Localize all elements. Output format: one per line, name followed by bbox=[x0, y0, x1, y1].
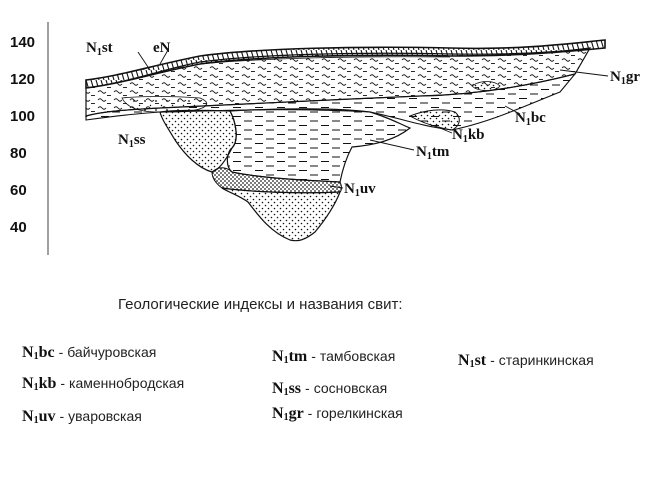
legend-index: N1tm bbox=[272, 348, 308, 366]
label-n1uv: N1uv bbox=[344, 181, 376, 199]
label-n1ss: N1ss bbox=[118, 132, 146, 150]
legend-index: N1st bbox=[458, 352, 487, 370]
legend-item-ss: N1ss-сосновская bbox=[272, 380, 388, 398]
legend-item-gr: N1gr-горелкинская bbox=[272, 405, 403, 423]
legend-name: уваровская bbox=[68, 408, 142, 424]
legend-name: тамбовская bbox=[319, 348, 396, 364]
legend-caption: Геологические индексы и названия свит: bbox=[118, 296, 403, 313]
legend-name: каменнобродская bbox=[69, 375, 185, 391]
legend-index: N1gr bbox=[272, 405, 304, 423]
y-tick-label: 140 bbox=[10, 34, 35, 51]
legend-name: старинкинская bbox=[498, 352, 594, 368]
legend-item-st: N1st-старинкинская bbox=[458, 352, 594, 370]
label-n1kb: N1kb bbox=[452, 127, 485, 145]
erosion-line bbox=[199, 56, 451, 65]
layer-ss bbox=[159, 109, 237, 173]
label-n1st: N1st bbox=[86, 40, 113, 58]
layer-bc-sand bbox=[121, 96, 207, 113]
leader-lines bbox=[137, 49, 609, 189]
y-tick-label: 120 bbox=[10, 71, 35, 88]
legend-item-bc: N1bc-байчуровская bbox=[22, 344, 157, 362]
layer-gr-lens bbox=[471, 81, 501, 91]
layer-tm bbox=[226, 108, 412, 183]
y-tick-label: 40 bbox=[10, 219, 27, 236]
legend-index: N1uv bbox=[22, 408, 56, 426]
geological-cross-section: 140 120 100 80 60 40 N1st eN N1gr N1 bbox=[10, 22, 640, 255]
label-n1tm: N1tm bbox=[416, 144, 450, 162]
legend-item-kb: N1kb-каменнобродская bbox=[22, 375, 185, 393]
layer-kb bbox=[408, 109, 460, 131]
legend-item-tm: N1tm-тамбовская bbox=[272, 348, 396, 366]
legend-item-uv: N1uv-уваровская bbox=[22, 408, 142, 426]
legend-index: N1kb bbox=[22, 375, 57, 393]
label-n1bc: N1bc bbox=[515, 110, 546, 128]
label-n1gr: N1gr bbox=[610, 69, 640, 87]
legend-index: N1ss bbox=[272, 380, 302, 398]
y-tick-label: 60 bbox=[10, 182, 27, 199]
legend-name: байчуровская bbox=[67, 344, 157, 360]
legend-name: горелкинская bbox=[316, 405, 403, 421]
legend-name: сосновская bbox=[313, 380, 388, 396]
legend-index: N1bc bbox=[22, 344, 55, 362]
y-tick-label: 80 bbox=[10, 145, 27, 162]
y-axis: 140 120 100 80 60 40 bbox=[10, 34, 35, 236]
label-en: eN bbox=[153, 40, 171, 56]
layer-uv bbox=[221, 187, 341, 242]
y-tick-label: 100 bbox=[10, 108, 35, 125]
